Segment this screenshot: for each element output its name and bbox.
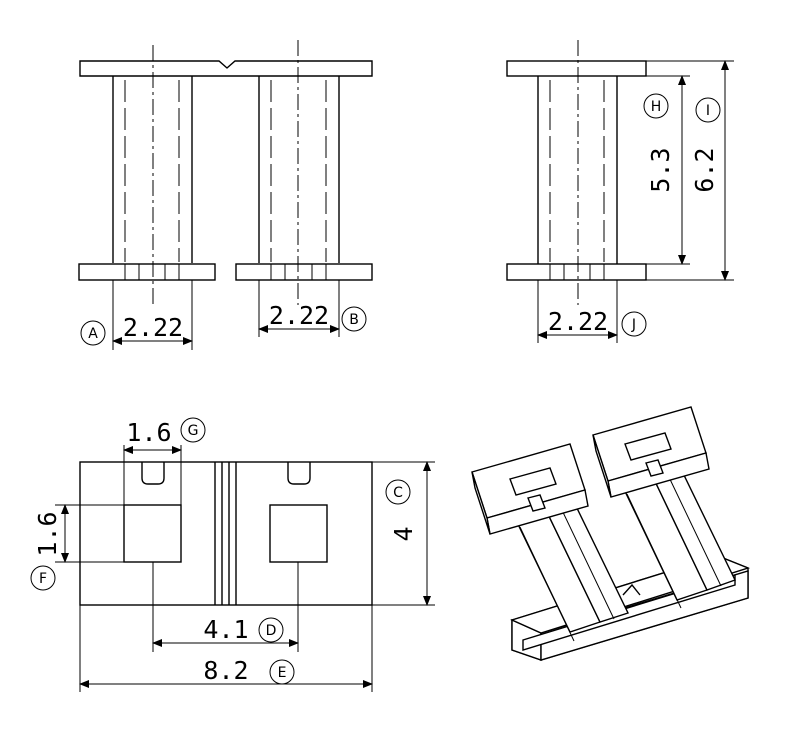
- dimension-b: 2.22 B: [269, 301, 367, 332]
- callout-b: B: [349, 312, 359, 328]
- dimension-g: 1.6 G: [126, 417, 206, 447]
- dimension-c: C 4: [385, 479, 418, 542]
- dimension-e: 8.2 E: [203, 656, 295, 685]
- dim-value-d: 4.1: [203, 615, 248, 644]
- callout-i: I: [706, 103, 710, 119]
- callout-f: F: [39, 571, 47, 587]
- callout-j: J: [631, 317, 636, 333]
- dim-value-j: 2.22: [548, 307, 608, 336]
- dim-value-b: 2.22: [269, 301, 329, 330]
- dimension-a: A 2.22: [80, 313, 183, 346]
- front-view: [78, 40, 373, 350]
- dimension-d: 4.1 D: [203, 615, 284, 644]
- dimension-h: H 5.3: [643, 93, 675, 193]
- dim-value-c: 4: [389, 526, 418, 541]
- isometric-view: [471, 406, 751, 661]
- dim-value-h: 5.3: [646, 147, 675, 192]
- dimension-j: 2.22 J: [548, 307, 647, 337]
- callout-d: D: [266, 623, 277, 639]
- callout-e: E: [278, 665, 287, 681]
- dimension-i: I 6.2: [690, 97, 721, 193]
- callout-h: H: [651, 99, 662, 115]
- callout-c: C: [393, 485, 403, 501]
- side-view: [506, 40, 734, 343]
- dim-value-i: 6.2: [690, 147, 719, 192]
- dimension-f: 1.6 F: [30, 511, 62, 591]
- dim-value-a: 2.22: [123, 313, 183, 342]
- callout-a: A: [88, 326, 98, 342]
- dim-value-e: 8.2: [203, 656, 248, 685]
- callout-g: G: [188, 423, 199, 439]
- top-view: [55, 445, 435, 692]
- dim-value-g: 1.6: [126, 418, 171, 447]
- dim-value-f: 1.6: [33, 511, 62, 556]
